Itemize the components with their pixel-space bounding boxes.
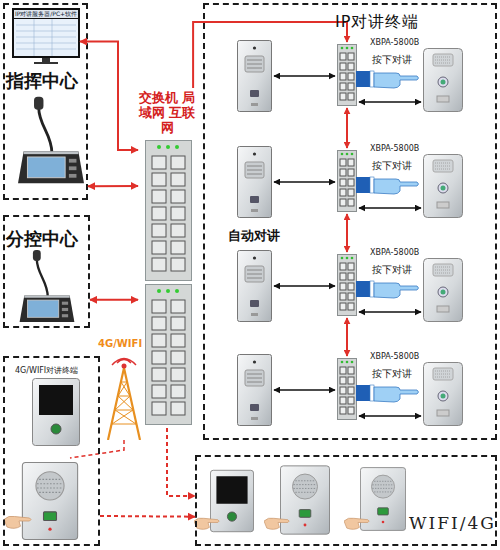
link-arrow xyxy=(359,207,421,209)
pointing-hand xyxy=(356,71,419,88)
intercom-panel xyxy=(238,251,272,322)
press-hint: 按下对讲 xyxy=(372,264,412,276)
wireless-terminal xyxy=(280,466,329,534)
network-wire xyxy=(346,318,348,356)
wireless-label: 4G/WIFI xyxy=(98,338,142,350)
node-text: XBPA-5800B xyxy=(370,248,430,258)
node-text: 指挥中心 xyxy=(6,70,86,91)
auto-talk-label: 自动对讲 xyxy=(228,228,280,243)
network-connector xyxy=(90,299,138,301)
wireless-terminal xyxy=(33,379,80,446)
finger-hand xyxy=(344,518,369,529)
press-hint: 按下对讲 xyxy=(372,368,412,380)
node-text: 4G/WIFI对讲终端 xyxy=(15,366,95,376)
node-text: IP对讲服务器/PC+软件 xyxy=(12,10,80,17)
wireless-tower xyxy=(108,359,140,441)
terminal-device xyxy=(424,363,463,426)
network-connector xyxy=(88,185,138,187)
network-wire xyxy=(203,22,347,42)
link-arrow xyxy=(274,285,335,287)
switch-unit xyxy=(146,141,192,281)
wireless-terminal-group: WIFI/4G xyxy=(195,455,497,546)
ip-terminal-group: IP对讲终端 XBPA-5800B XBPA-5800B XBPA-5800B XBPA… xyxy=(203,3,497,440)
link-arrow xyxy=(274,181,335,183)
link-arrow xyxy=(274,75,335,77)
pointing-hand xyxy=(356,281,419,298)
small-switch xyxy=(338,45,357,106)
software-table xyxy=(16,19,76,56)
desk-microphone-console xyxy=(20,250,75,322)
node-text: XBPA-5800B xyxy=(370,352,430,362)
monitor-stand xyxy=(42,58,50,62)
network-connector xyxy=(80,42,138,150)
intercom-terminal: XBPA-5800B xyxy=(370,352,465,428)
network-connector xyxy=(100,515,195,518)
node-text: 交换机 局域网 互联网 xyxy=(138,90,196,135)
monitor-screen xyxy=(14,19,78,56)
sub-control-box: 分控中心 xyxy=(3,215,90,328)
wireless-terminal-box: 4G/WIFI对讲终端 xyxy=(3,356,100,546)
intercom-terminal: XBPA-5800B xyxy=(370,248,465,324)
network-wire xyxy=(346,108,348,148)
finger-hand xyxy=(194,518,219,529)
node-text: XBPA-5800B xyxy=(370,38,430,48)
pointing-hand xyxy=(356,385,419,402)
switch-unit xyxy=(146,285,192,425)
small-switch xyxy=(338,151,357,212)
intercom-panel xyxy=(238,41,272,112)
link-arrow xyxy=(359,101,421,103)
intercom-panel xyxy=(238,147,272,218)
pointing-hand xyxy=(356,177,419,194)
finger-hand xyxy=(264,518,289,529)
small-switch xyxy=(338,359,357,420)
terminal-device xyxy=(424,49,463,112)
small-switch xyxy=(338,255,357,316)
network-connector xyxy=(167,428,195,496)
press-hint: 按下对讲 xyxy=(372,54,412,66)
desk-microphone-console xyxy=(18,97,84,184)
network-wire xyxy=(346,214,348,252)
intercom-terminal: XBPA-5800B xyxy=(370,38,465,114)
monitor-base xyxy=(34,62,58,64)
network-switch: 交换机 局域网 互联网 xyxy=(138,88,196,428)
node-text: WIFI/4G xyxy=(409,513,495,533)
control-center-box: 指挥中心 IP对讲服务器/PC+软件 xyxy=(3,3,88,200)
finger-hand xyxy=(4,516,31,528)
link-arrow xyxy=(274,389,335,391)
node-text: XBPA-5800B xyxy=(370,144,430,154)
terminal-device xyxy=(424,259,463,322)
network-connector xyxy=(193,22,203,88)
node-text: IP对讲终端 xyxy=(335,12,485,31)
server-monitor: IP对讲服务器/PC+软件 xyxy=(12,8,80,64)
link-arrow xyxy=(359,415,421,417)
monitor-frame xyxy=(12,8,80,58)
node-text: 分控中心 xyxy=(6,228,88,249)
intercom-terminal: XBPA-5800B xyxy=(370,144,465,220)
press-hint: 按下对讲 xyxy=(372,160,412,172)
link-arrow xyxy=(359,311,421,313)
terminal-device xyxy=(424,155,463,218)
wireless-terminal xyxy=(22,463,77,540)
intercom-panel xyxy=(238,355,272,426)
